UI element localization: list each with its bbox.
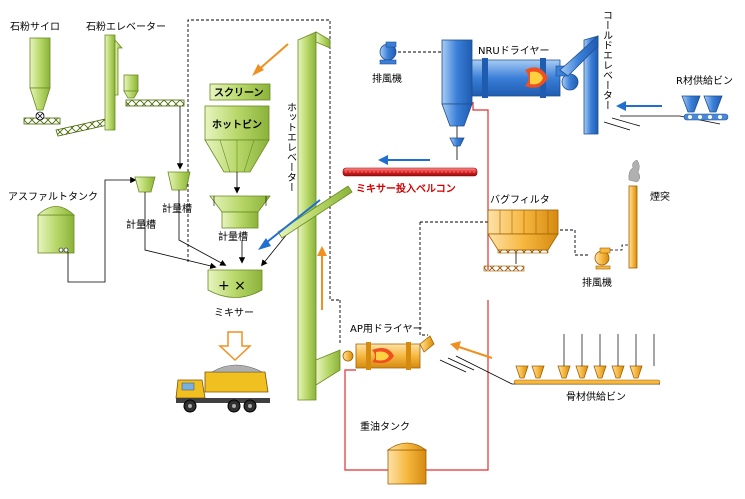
weigh-tank-2-label: 計量槽: [162, 202, 192, 215]
cold-elevator-label: コールドエレベーター: [601, 10, 613, 110]
hot-bin-label: ホットビン: [212, 118, 262, 131]
dust-lines: [187, 19, 590, 345]
weigh-tank-1-label: 計量槽: [126, 218, 156, 231]
weigh-tank-powder: [167, 171, 191, 198]
screen: [209, 83, 271, 101]
r-material-belt: [603, 115, 721, 131]
r-material-bin: [681, 95, 729, 121]
heavy-oil-tank-label: 重油タンク: [360, 420, 410, 433]
mixer-output-arrow: [218, 331, 252, 362]
arrow-orange-up-head: [317, 246, 327, 256]
mixer-symbols: + ×: [218, 278, 246, 294]
weigh-tank-3-label: 計量槽: [218, 230, 248, 243]
ap-dryer: [342, 335, 435, 370]
mixer-feed-chute: [277, 185, 353, 239]
weigh-tank-asphalt: [134, 176, 156, 202]
mixer: + ×: [207, 269, 263, 298]
powder-screw-conveyor: [55, 117, 113, 137]
asphalt-to-mixer: [144, 202, 217, 269]
arrow-orange-top: [255, 43, 289, 73]
nru-dryer: [441, 39, 579, 147]
stone-powder-silo-label: 石粉サイロ: [10, 20, 60, 33]
nru-dryer-label: NRUドライヤー: [478, 45, 549, 57]
exhaust-fan-1: [379, 41, 397, 65]
hot-bin: [204, 105, 270, 173]
hot-elevator-label: ホットエレベーター: [285, 102, 297, 192]
mixer-feed-conveyor-label: ミキサー投入ベルコン: [356, 182, 456, 195]
r-material-bin-label: R材供給ビン: [676, 74, 733, 87]
arrow-orange-aggregate: [455, 345, 493, 359]
aggregate-supply-bins: [513, 334, 661, 385]
chimney-label: 煙突: [650, 190, 670, 203]
chimney: [628, 159, 640, 269]
dump-truck-icon: [175, 364, 270, 413]
fan-to-chimney: [610, 244, 630, 251]
arrow-blue-diag-head: [258, 238, 271, 250]
powder-to-mixer: [178, 198, 227, 266]
ap-dryer-label: AP用ドライヤー: [350, 323, 423, 335]
stone-powder-elevator-label: 石粉エレベーター: [86, 20, 166, 33]
arrow-blue-conveyor-head: [378, 155, 388, 165]
aggregate-bin-label: 骨材供給ビン: [566, 390, 626, 403]
screen-label: スクリーン: [214, 87, 264, 99]
cold-elevator: [559, 35, 599, 135]
arrow-orange-aggregate-head: [450, 341, 461, 351]
fuel-line: [344, 102, 489, 471]
asphalt-pipe: [67, 176, 137, 283]
asphalt-tank-label: アスファルトタンク: [8, 191, 98, 203]
asphalt-tank: [36, 206, 76, 254]
mixer-feed-belt-conveyor: [342, 167, 478, 177]
exhaust-fan-2-label: 排風機: [582, 276, 612, 289]
heavy-oil-tank: [386, 442, 428, 485]
arrow-blue-diag: [261, 199, 321, 247]
stone-powder-silo: [23, 37, 61, 125]
bag-filter: [483, 209, 559, 272]
mixer-label: ミキサー: [214, 307, 254, 319]
stone-powder-elevator: [104, 34, 123, 131]
arrow-orange-top-head: [252, 64, 264, 76]
bag-filter-label: バグフィルタ: [490, 193, 550, 206]
weigh-tank-aggregate: [209, 195, 271, 229]
arrow-blue-r-material-head: [616, 101, 626, 111]
powder-hopper: [123, 74, 185, 107]
exhaust-fan-2: [594, 247, 611, 270]
exhaust-fan-1-label: 排風機: [372, 72, 402, 85]
